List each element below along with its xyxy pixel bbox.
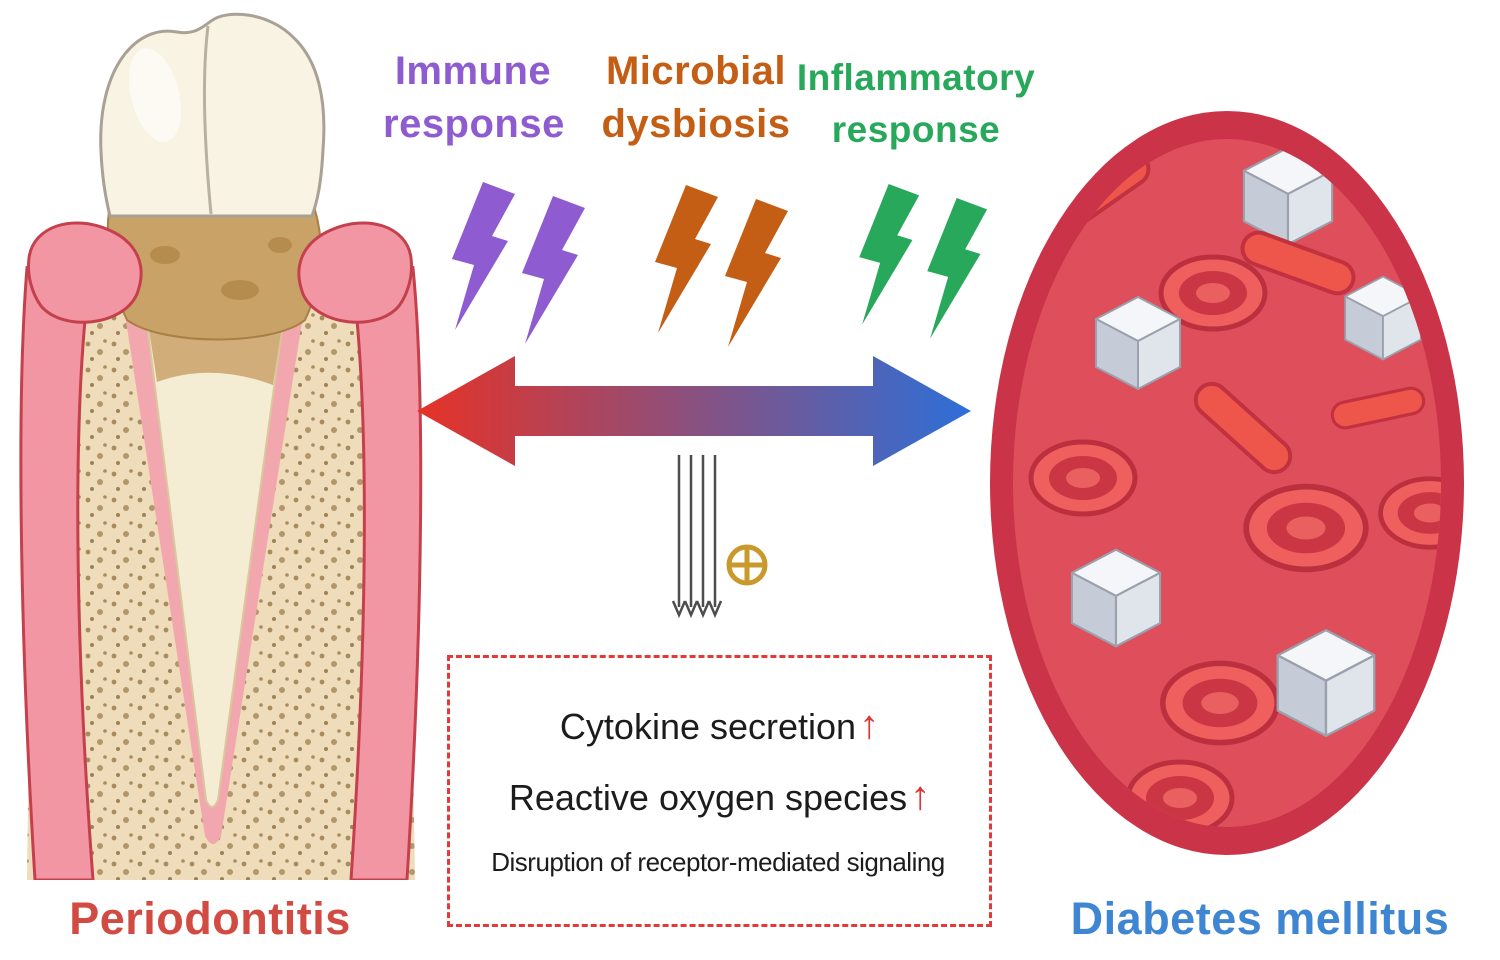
factor-line: Immune [394, 49, 552, 93]
gum-band-right [349, 265, 423, 880]
lightning-icon [927, 198, 988, 339]
lightning-icon [522, 196, 585, 344]
up-arrow-icon: ↑ [859, 702, 880, 747]
immune-lightning-icons [452, 182, 585, 344]
effect-text: Cytokine secretion [559, 706, 857, 747]
effect-text: Reactive oxygen species [508, 777, 908, 818]
plus-circle-icon [726, 544, 768, 586]
crown-groove [202, 25, 213, 215]
up-arrow-icon: ↑ [910, 773, 931, 818]
factor-line: Microbial [605, 49, 787, 93]
lightning-icon [655, 185, 718, 333]
factor-line: Inflammatory [796, 57, 1036, 98]
periodontitis-tooth-illustration [19, 12, 423, 880]
tooth-crown [99, 12, 326, 218]
down-arrow-lines [671, 455, 723, 619]
neck-blotch [268, 237, 292, 253]
microbial-lightning-icons [655, 185, 788, 347]
red-blood-cell [1246, 487, 1366, 570]
effect-item-signaling: Disruption of receptor-mediated signalin… [491, 847, 948, 878]
effect-text: Disruption of receptor-mediated signalin… [491, 846, 945, 877]
factor-immune-response: Immune response [383, 45, 565, 151]
factor-line: response [383, 101, 565, 146]
diabetes-blood-illustration [990, 111, 1464, 855]
factor-inflammatory-response: Inflammatory response [796, 52, 1036, 156]
neck-blotch [150, 246, 180, 264]
lightning-icon [859, 184, 920, 325]
periodontitis-label: Periodontitis [69, 893, 351, 944]
bidirectional-arrow [417, 356, 971, 466]
factor-microbial-dysbiosis: Microbial dysbiosis [598, 45, 794, 151]
red-blood-cell [1163, 663, 1277, 742]
neck-blotch [221, 280, 259, 300]
lightning-icon [725, 199, 788, 347]
effect-item-ros: Reactive oxygen species↑ [508, 773, 931, 821]
lightning-icon [452, 182, 515, 330]
factor-line: dysbiosis [601, 101, 791, 146]
gum-lip-right [297, 221, 413, 324]
double-headed-arrow-shape [417, 356, 971, 466]
effects-box: Cytokine secretion↑ Reactive oxygen spec… [447, 655, 992, 927]
factor-line: response [831, 108, 1001, 150]
gum-band-left [19, 265, 95, 880]
diabetes-label: Diabetes mellitus [1070, 893, 1450, 944]
crown-highlight [128, 48, 182, 142]
down-arrows [671, 455, 768, 619]
red-blood-cell [1031, 442, 1135, 514]
inflammatory-lightning-icons [859, 184, 988, 339]
gum-lip-left [27, 221, 143, 324]
effect-item-cytokine: Cytokine secretion↑ [559, 702, 880, 750]
